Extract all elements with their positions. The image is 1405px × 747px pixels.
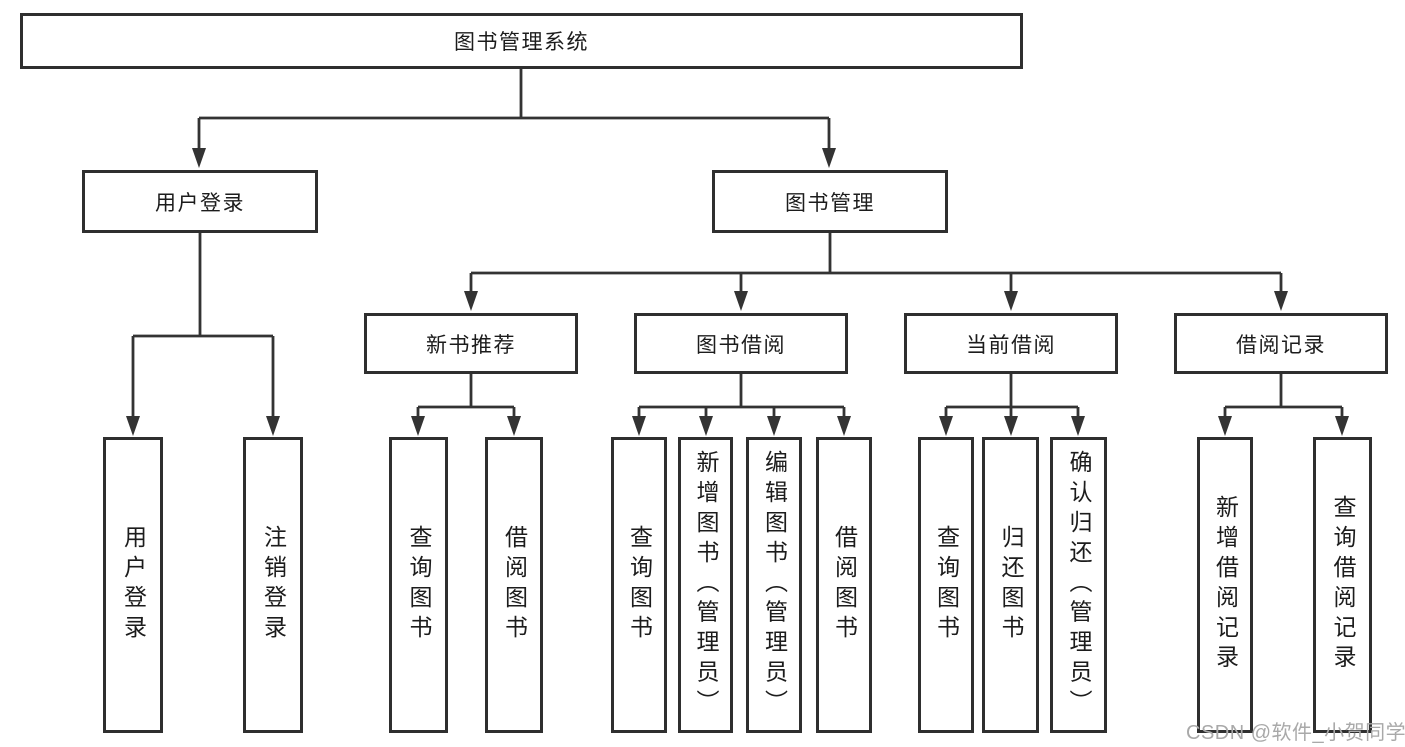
node-book-management: 图书管理 — [712, 170, 948, 233]
node-new-book-recommend-label: 新书推荐 — [426, 333, 516, 357]
leaf-confirm-return-admin-label: 确认归还（管理员） — [1066, 450, 1092, 720]
leaf-return-book: 归还图书 — [982, 437, 1039, 733]
leaf-borrow-books-recommend-label: 借阅图书 — [501, 525, 528, 645]
leaf-add-borrow-record-label: 新增借阅记录 — [1212, 495, 1239, 675]
leaf-add-book-admin-label: 新增图书（管理员） — [693, 450, 719, 720]
leaf-borrow-books-borrowing: 借阅图书 — [816, 437, 872, 733]
node-borrowing-records-label: 借阅记录 — [1236, 333, 1326, 357]
leaf-query-borrow-record-label: 查询借阅记录 — [1330, 495, 1356, 675]
connector-user-login — [126, 233, 280, 436]
leaf-borrow-books-borrowing-label: 借阅图书 — [831, 525, 858, 645]
node-book-management-label: 图书管理 — [785, 191, 875, 215]
leaf-query-books-current: 查询图书 — [918, 437, 974, 733]
leaf-confirm-return-admin: 确认归还（管理员） — [1050, 437, 1107, 733]
node-current-borrowing: 当前借阅 — [904, 313, 1118, 374]
leaf-query-books-current-label: 查询图书 — [933, 525, 960, 645]
leaf-add-borrow-record: 新增借阅记录 — [1197, 437, 1253, 733]
node-root: 图书管理系统 — [20, 13, 1023, 69]
leaf-query-books-borrowing-label: 查询图书 — [626, 525, 653, 645]
connector-book-management — [464, 233, 1288, 311]
node-user-login: 用户登录 — [82, 170, 318, 233]
connector-root — [192, 69, 836, 168]
leaf-query-books-recommend: 查询图书 — [389, 437, 448, 733]
connector-borrowing-records — [1218, 374, 1349, 436]
leaf-query-borrow-record: 查询借阅记录 — [1313, 437, 1372, 733]
leaf-user-login-label: 用户登录 — [120, 525, 147, 645]
node-user-login-label: 用户登录 — [155, 191, 245, 215]
leaf-query-books-recommend-label: 查询图书 — [406, 525, 432, 645]
node-borrowing-records: 借阅记录 — [1174, 313, 1388, 374]
connector-book-borrowing — [632, 374, 851, 436]
node-book-borrowing: 图书借阅 — [634, 313, 848, 374]
leaf-add-book-admin: 新增图书（管理员） — [678, 437, 733, 733]
leaf-logout: 注销登录 — [243, 437, 303, 733]
node-book-borrowing-label: 图书借阅 — [696, 333, 786, 357]
leaf-edit-book-admin-label: 编辑图书（管理员） — [761, 450, 788, 720]
connector-current-borrowing — [939, 374, 1085, 436]
node-current-borrowing-label: 当前借阅 — [966, 333, 1056, 357]
node-root-label: 图书管理系统 — [454, 31, 589, 54]
connector-new-book-recommend — [411, 374, 521, 436]
leaf-return-book-label: 归还图书 — [998, 525, 1024, 645]
leaf-query-books-borrowing: 查询图书 — [611, 437, 667, 733]
leaf-logout-label: 注销登录 — [260, 525, 287, 645]
leaf-borrow-books-recommend: 借阅图书 — [485, 437, 543, 733]
watermark: CSDN @软件_小贺同学 — [1186, 722, 1405, 744]
node-new-book-recommend: 新书推荐 — [364, 313, 578, 374]
leaf-edit-book-admin: 编辑图书（管理员） — [746, 437, 802, 733]
leaf-user-login: 用户登录 — [103, 437, 163, 733]
